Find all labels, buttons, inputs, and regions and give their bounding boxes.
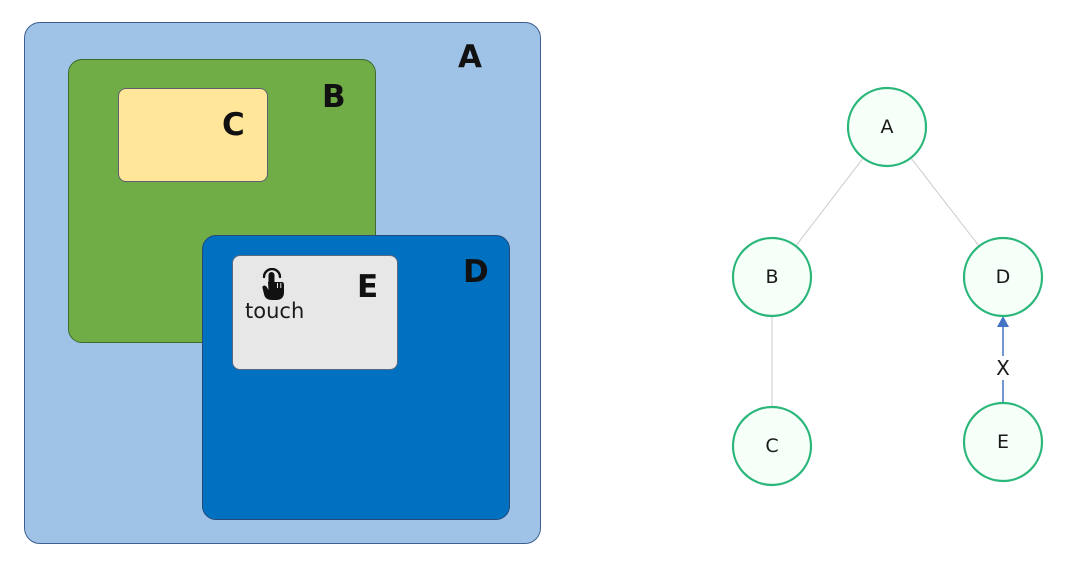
touch-hand-icon (262, 268, 284, 300)
tree-node-a: A (846, 86, 928, 168)
tree-node-label: A (881, 116, 894, 138)
tree-node-circle (846, 86, 928, 168)
tree-node-label: B (765, 266, 778, 288)
tree-edges: X (771, 157, 1013, 407)
tree-edge-a-b (795, 157, 864, 247)
blocked-edge-label: X (996, 356, 1010, 380)
tree-node-circle (731, 405, 813, 487)
region-d-label: D (463, 254, 489, 290)
region-c-label: C (222, 107, 245, 143)
tree-node-circle (962, 401, 1044, 483)
tree-node-circle (962, 236, 1044, 318)
tree-node-circle (731, 236, 813, 318)
tree-node-label: E (997, 431, 1009, 453)
tree-node-c: C (731, 405, 813, 487)
tree-node-label: D (996, 266, 1011, 288)
blocked-edge-label-bg (993, 356, 1013, 380)
touch-label: touch (245, 299, 305, 323)
tree-nodes: A B C D E (731, 86, 1044, 487)
region-c (118, 88, 268, 182)
tree-node-d: D (962, 236, 1044, 318)
region-e[interactable] (232, 255, 398, 370)
tree-node-b: B (731, 236, 813, 318)
region-b-label: B (322, 79, 346, 115)
tree-edge-a-d (910, 157, 980, 247)
tree-node-label: C (765, 435, 778, 457)
region-a-label: A (458, 39, 482, 75)
blocked-edge-arrowhead (997, 316, 1009, 327)
region-e-label: E (357, 269, 379, 305)
tree-node-e: E (962, 401, 1044, 483)
